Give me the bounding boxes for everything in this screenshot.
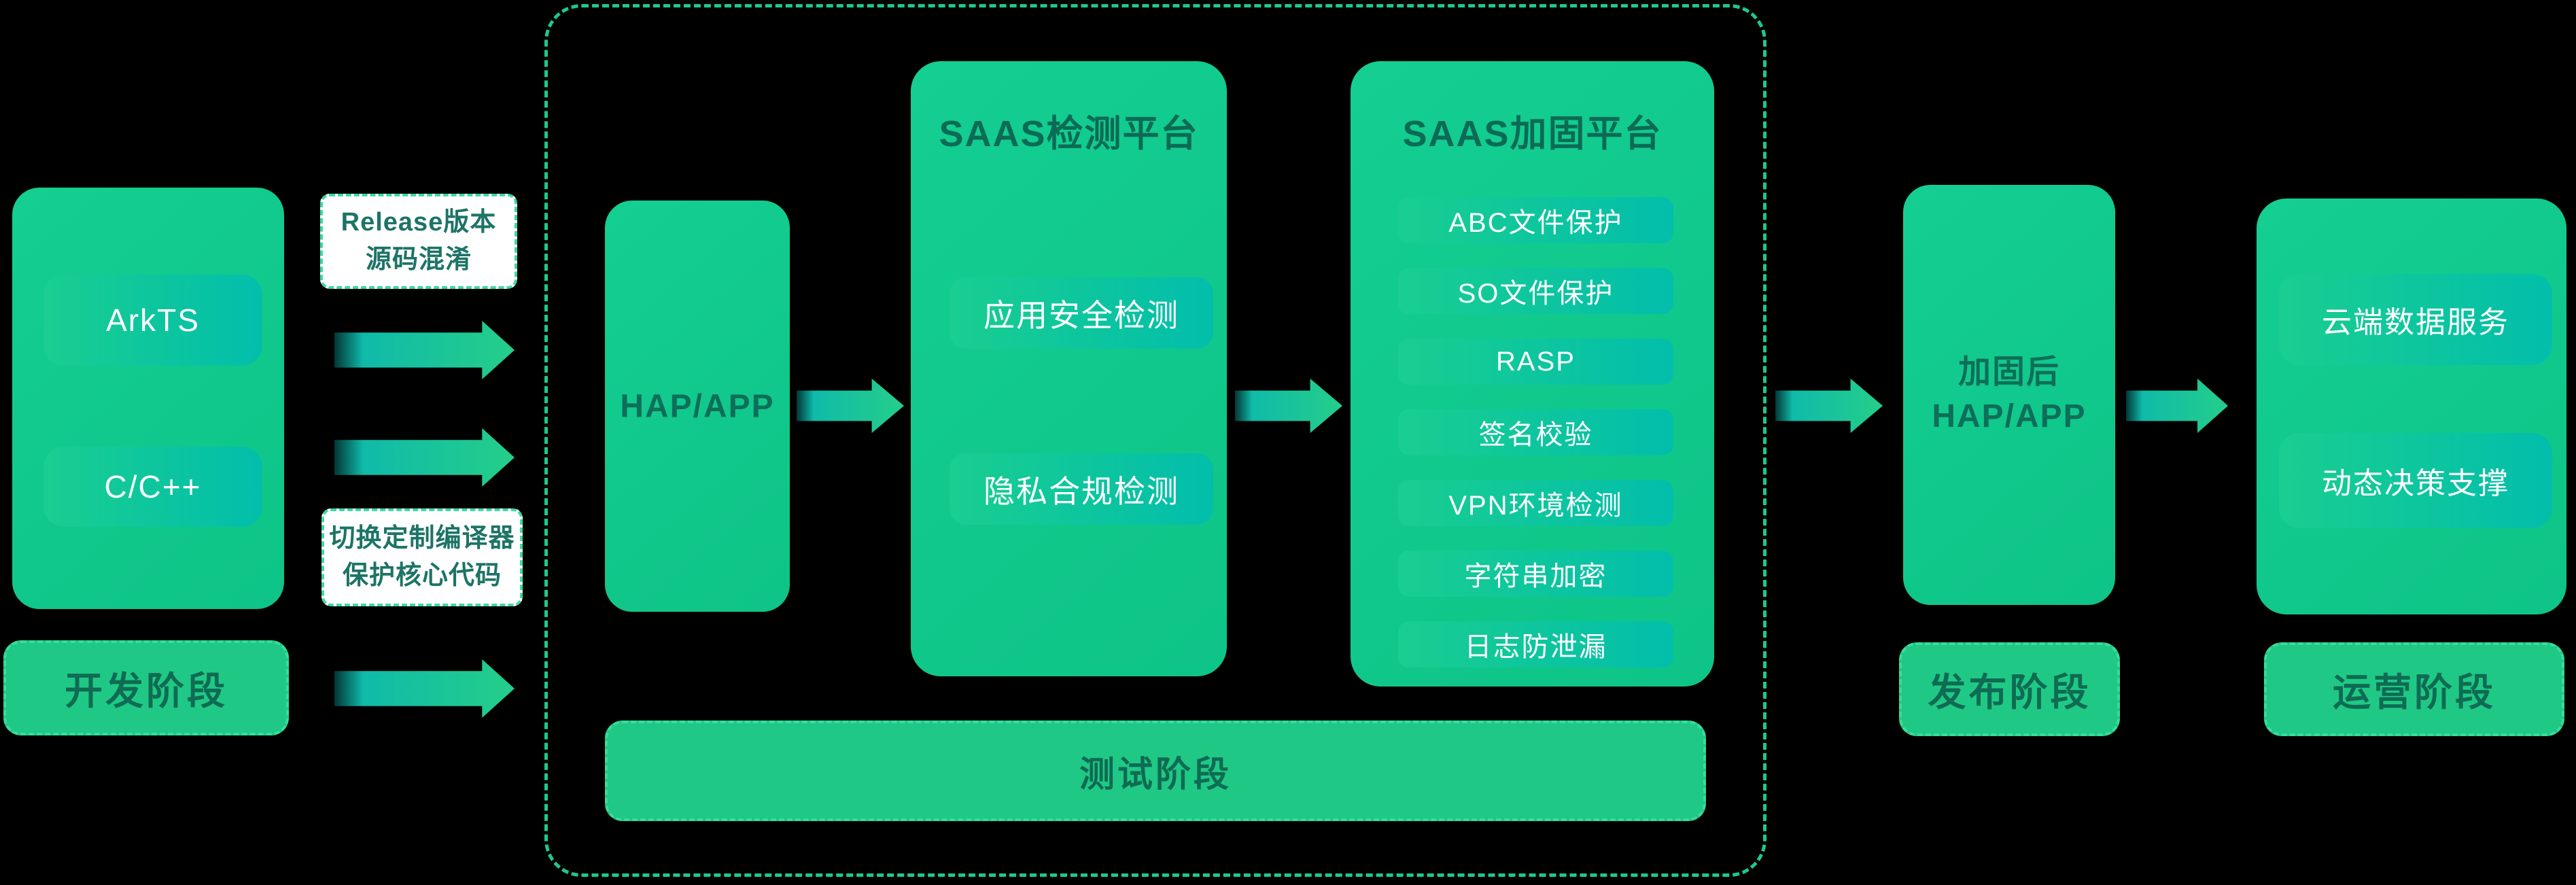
saas-harden-platform: SAAS加固平台 ABC文件保护 SO文件保护 RASP 签名校验 VPN环境检… [1351,61,1714,687]
saas-detect-platform: SAAS检测平台 应用安全检测 隐私合规检测 [911,61,1227,676]
compiler-note: 切换定制编译器 保护核心代码 [321,508,523,606]
hap-app-box: HAP/APP [605,201,790,612]
arkts-chip: ArkTS [43,275,262,366]
hardened-hap-app-box: 加固后 HAP/APP [1903,185,2115,605]
hardened-label-line1: 加固后 [1957,354,2060,391]
flow-arrow-harden-to-output [1775,379,1883,433]
compiler-note-line1: 切换定制编译器 [329,523,515,553]
harden-item-string-encrypt: 字符串加密 [1398,551,1673,597]
hardened-hap-app-label: 加固后 HAP/APP [1903,351,2115,439]
hap-app-label: HAP/APP [620,388,775,424]
harden-platform-title: SAAS加固平台 [1402,114,1663,154]
harden-item-abc-file-protect: ABC文件保护 [1398,197,1673,243]
detect-platform-title: SAAS检测平台 [939,114,1199,154]
compiler-note-line2: 保护核心代码 [342,561,502,590]
detect-item-privacy-compliance: 隐私合规检测 [950,453,1213,525]
ops-item-dynamic-decision-support: 动态决策支撑 [2279,433,2552,528]
harden-item-log-leak-prevent: 日志防泄漏 [1398,621,1673,667]
ops-item-cloud-data-service: 云端数据服务 [2279,274,2552,365]
obfuscation-note: Release版本 源码混淆 [320,194,517,289]
harden-item-vpn-env-detect: VPN环境检测 [1398,480,1673,526]
flow-arrow-dev-top [334,321,515,379]
dev-stage-badge: 开发阶段 [3,640,289,735]
harden-item-rasp: RASP [1398,339,1673,385]
release-stage-badge: 发布阶段 [1899,642,2120,736]
ops-stage-badge: 运营阶段 [2264,642,2564,736]
dev-source-box: ArkTS C/C++ [12,188,284,609]
flow-arrow-dev-bottom [334,659,515,718]
test-stage-badge: 测试阶段 [605,721,1706,821]
flow-arrow-output-to-ops [2126,379,2228,433]
obfuscation-note-line1: Release版本 [341,207,497,237]
detect-item-app-security: 应用安全检测 [950,277,1213,349]
hardened-label-line2: HAP/APP [1932,398,2087,434]
harden-item-signature-check: 签名校验 [1398,409,1673,455]
ops-platform-box: 云端数据服务 动态决策支撑 [2257,198,2566,614]
flow-arrow-dev-middle [334,428,515,487]
test-pipeline-container [544,4,1766,877]
harden-item-so-file-protect: SO文件保护 [1398,268,1673,314]
cpp-chip: C/C++ [43,447,262,527]
obfuscation-note-line2: 源码混淆 [365,245,472,274]
